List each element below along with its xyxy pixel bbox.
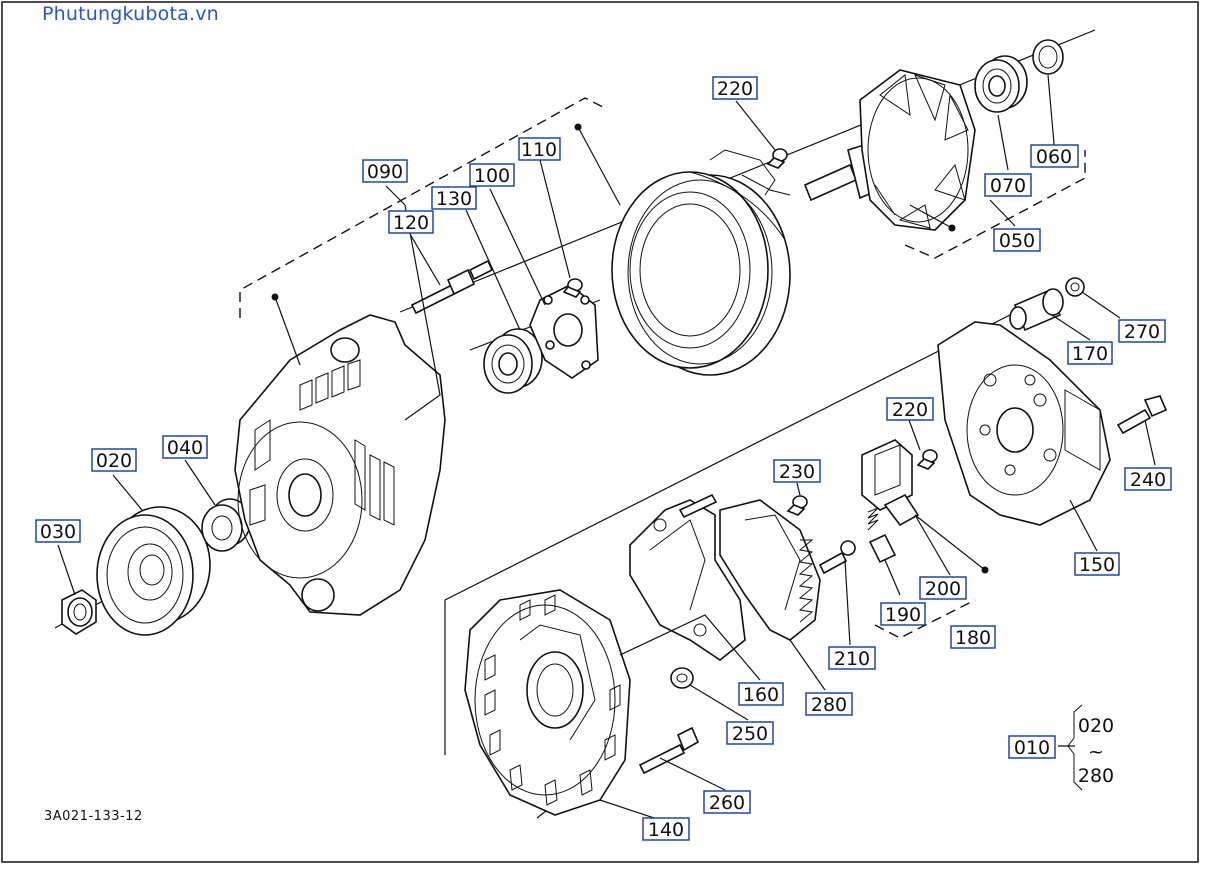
pulley-020 [96, 506, 211, 636]
callout-030: 030 [40, 521, 76, 543]
callout-170: 170 [1072, 343, 1108, 365]
callout-200: 200 [925, 578, 961, 600]
sleeve-170 [1009, 288, 1064, 332]
range-tilde: ~ [1088, 741, 1104, 763]
callout-060: 060 [1036, 146, 1072, 168]
bearing-130 [483, 328, 543, 394]
drawing-reference: 3A021-133-12 [44, 809, 143, 824]
diagram-border [1, 1, 1199, 863]
callout-070: 070 [990, 175, 1026, 197]
bolt-240 [1116, 395, 1168, 435]
callout-230: 230 [779, 461, 815, 483]
callout-160: 160 [743, 684, 779, 706]
callout-050: 050 [999, 230, 1035, 252]
callout-280: 280 [811, 694, 847, 716]
callout-090: 090 [367, 161, 403, 183]
callout-270: 270 [1124, 321, 1160, 343]
cover-060 [1032, 39, 1064, 75]
screw-220-top [766, 148, 788, 169]
callout-040: 040 [167, 437, 203, 459]
range-to: 280 [1078, 765, 1114, 787]
group-090-outline [239, 97, 606, 318]
callout-140: 140 [648, 819, 684, 841]
rotor [803, 69, 976, 231]
front-housing [234, 314, 446, 616]
bearing-070 [974, 55, 1028, 113]
rear-cover-140 [464, 589, 631, 816]
callout-220-top: 220 [717, 78, 753, 100]
callout-010: 010 [1014, 737, 1050, 759]
callout-150: 150 [1079, 554, 1115, 576]
callout-250: 250 [732, 723, 768, 745]
nut-250 [670, 667, 694, 689]
lower-assembly-line [444, 314, 1011, 755]
group-050-outline [904, 150, 1086, 259]
nut-030 [61, 589, 97, 635]
callout-130: 130 [436, 188, 472, 210]
range-bracket [1067, 704, 1083, 791]
leader-lines [57, 74, 1156, 821]
brush-190 [868, 533, 897, 564]
callout-020: 020 [96, 450, 132, 472]
stator [611, 149, 791, 376]
spacer-040 [201, 498, 251, 552]
regulator-280 [719, 499, 821, 641]
screw-230 [786, 495, 808, 516]
callout-120: 120 [393, 212, 429, 234]
plate-100 [529, 284, 599, 379]
callout-110: 110 [521, 139, 557, 161]
screw-110 [562, 278, 583, 298]
callout-labels: 220 110 060 090 100 070 130 120 050 270 … [35, 76, 1172, 841]
spring-200 [867, 507, 879, 531]
callout-210: 210 [834, 648, 870, 670]
rectifier-160 [629, 493, 746, 661]
callout-100: 100 [474, 165, 510, 187]
screw-210 [818, 540, 856, 575]
bolt-260 [638, 726, 700, 775]
callout-220-lower: 220 [892, 399, 928, 421]
group-180-outline [874, 599, 976, 639]
rear-housing-150 [937, 321, 1111, 526]
callout-190: 190 [885, 604, 921, 626]
callout-180: 180 [955, 627, 991, 649]
range-from: 020 [1078, 715, 1114, 737]
callout-240: 240 [1130, 469, 1166, 491]
brush-holder-180 [861, 439, 920, 527]
nut-270 [1065, 277, 1085, 297]
watermark-text: Phutungkubota.vn [42, 3, 219, 25]
screw-220-lower [916, 449, 938, 470]
callout-260: 260 [709, 792, 745, 814]
